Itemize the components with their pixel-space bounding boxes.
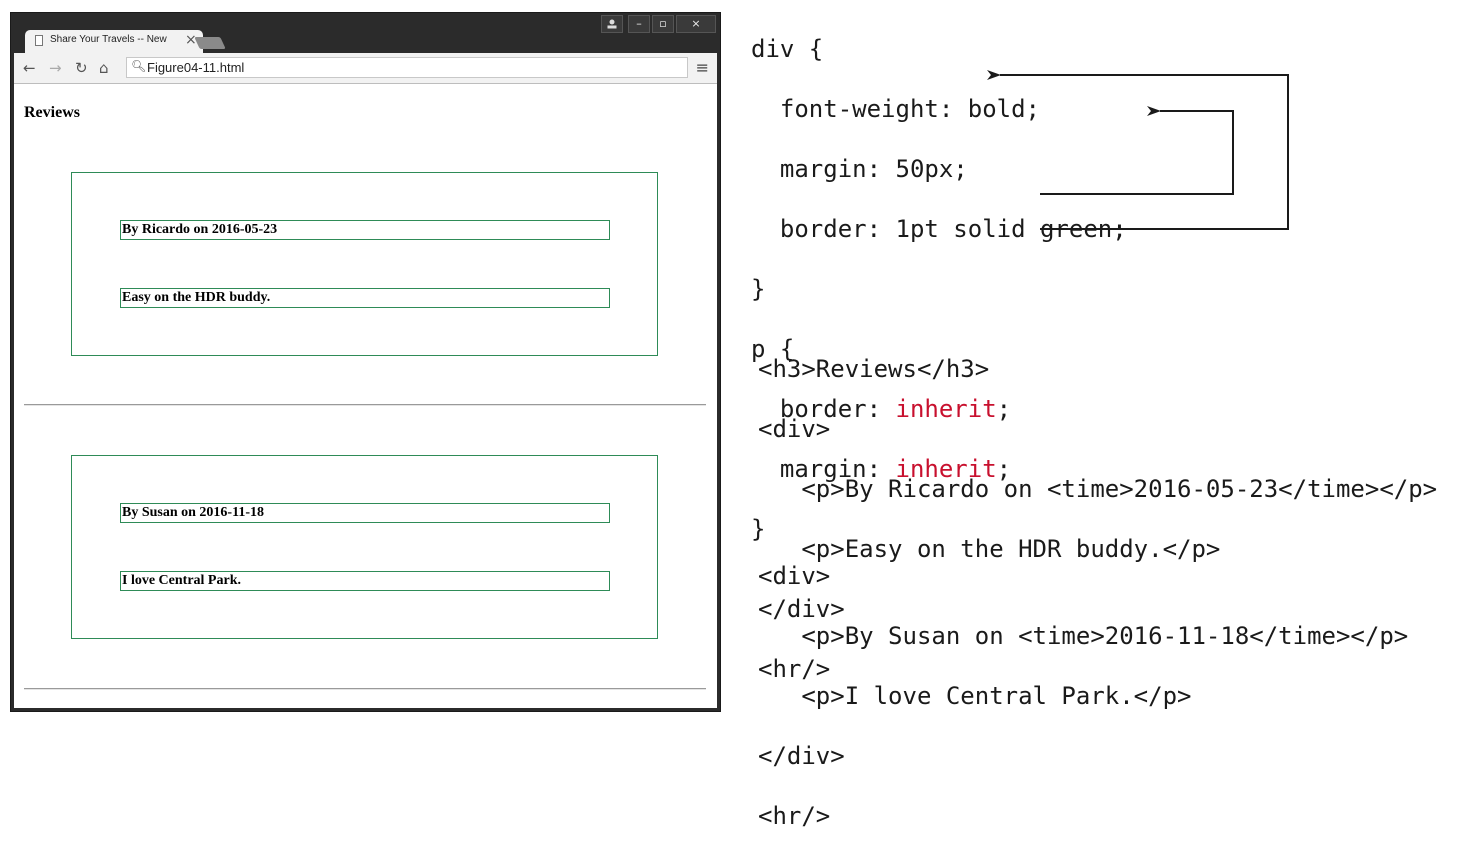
css-line: border: inherit; xyxy=(751,394,1127,424)
html-code-block-1: <h3>Reviews</h3> <div> <p>By Ricardo on … xyxy=(758,324,1437,714)
css-line: margin: inherit; xyxy=(751,454,1127,484)
maximize-button[interactable]: ▫ xyxy=(652,15,674,33)
review-byline-2: By Susan on 2016-11-18 xyxy=(120,503,610,523)
css-line: } xyxy=(751,515,766,543)
css-line: div { xyxy=(751,35,824,63)
html-code-block-2: <div> <p>By Susan on <time>2016-11-18</t… xyxy=(758,531,1408,861)
css-line: } xyxy=(751,275,766,303)
css-line: font-weight: bold; xyxy=(751,95,1040,123)
minimize-button[interactable]: – xyxy=(628,15,650,33)
css-property: border: xyxy=(751,395,896,423)
search-icon: 🔍︎ xyxy=(131,59,147,73)
margin-inherit-arrow xyxy=(987,70,1289,230)
address-bar[interactable]: 🔍︎ Figure04-11.html xyxy=(126,57,688,78)
html-line: </div> xyxy=(758,742,845,770)
menu-icon[interactable]: ≡ xyxy=(695,58,709,77)
review-text-1: Easy on the HDR buddy. xyxy=(120,288,610,308)
html-line: <p>By Ricardo on <time>2016-05-23</time>… xyxy=(758,475,1438,503)
inheritance-arrows xyxy=(987,70,1289,230)
html-line: <p>I love Central Park.</p> xyxy=(758,682,1192,710)
css-property: margin: xyxy=(751,455,896,483)
css-semicolon: ; xyxy=(996,395,1012,423)
css-inherit-value: inherit xyxy=(895,455,997,483)
tab-title: Share Your Travels -- New xyxy=(50,34,167,45)
browser-titlebar: Share Your Travels -- New × – ▫ × xyxy=(11,13,720,53)
html-line: <p>Easy on the HDR buddy.</p> xyxy=(758,535,1221,563)
back-arrow-icon[interactable]: ← xyxy=(23,59,36,77)
html-line: <hr/> xyxy=(758,655,831,683)
home-icon[interactable]: ⌂ xyxy=(99,59,109,77)
css-inherit-value: inherit xyxy=(895,395,997,423)
document-icon xyxy=(35,35,43,46)
review-div-1: By Ricardo on 2016-05-23 Easy on the HDR… xyxy=(71,172,658,356)
reload-icon[interactable]: ↻ xyxy=(75,59,88,77)
review-byline-1: By Ricardo on 2016-05-23 xyxy=(120,220,610,240)
review-div-2: By Susan on 2016-11-18 I love Central Pa… xyxy=(71,455,658,639)
browser-tab[interactable]: Share Your Travels -- New × xyxy=(25,30,203,53)
reviews-heading: Reviews xyxy=(24,104,80,121)
html-line: </div> xyxy=(758,595,845,623)
close-window-button[interactable]: × xyxy=(676,15,716,33)
page-viewport: Reviews By Ricardo on 2016-05-23 Easy on… xyxy=(14,84,717,708)
html-line: <p>By Susan on <time>2016-11-18</time></… xyxy=(758,622,1409,650)
tab-close-icon[interactable]: × xyxy=(185,32,197,48)
horizontal-rule-2 xyxy=(24,688,706,690)
browser-window: Share Your Travels -- New × – ▫ × ← → ↻ … xyxy=(10,12,721,712)
horizontal-rule-1 xyxy=(24,404,706,406)
html-line: <h3>Reviews</h3> xyxy=(758,355,990,383)
html-line: <div> xyxy=(758,562,831,590)
html-line: <hr/> xyxy=(758,802,831,830)
review-text-2: I love Central Park. xyxy=(120,571,610,591)
browser-toolbar: ← → ↻ ⌂ 🔍︎ Figure04-11.html ≡ xyxy=(14,53,717,84)
user-icon[interactable] xyxy=(601,15,623,33)
html-line: <div> xyxy=(758,415,831,443)
forward-arrow-icon[interactable]: → xyxy=(49,59,62,77)
css-semicolon: ; xyxy=(996,455,1012,483)
border-inherit-arrow xyxy=(1040,106,1234,195)
css-line: margin: 50px; xyxy=(751,155,968,183)
url-text: Figure04-11.html xyxy=(147,60,245,75)
css-line: p { xyxy=(751,335,795,363)
